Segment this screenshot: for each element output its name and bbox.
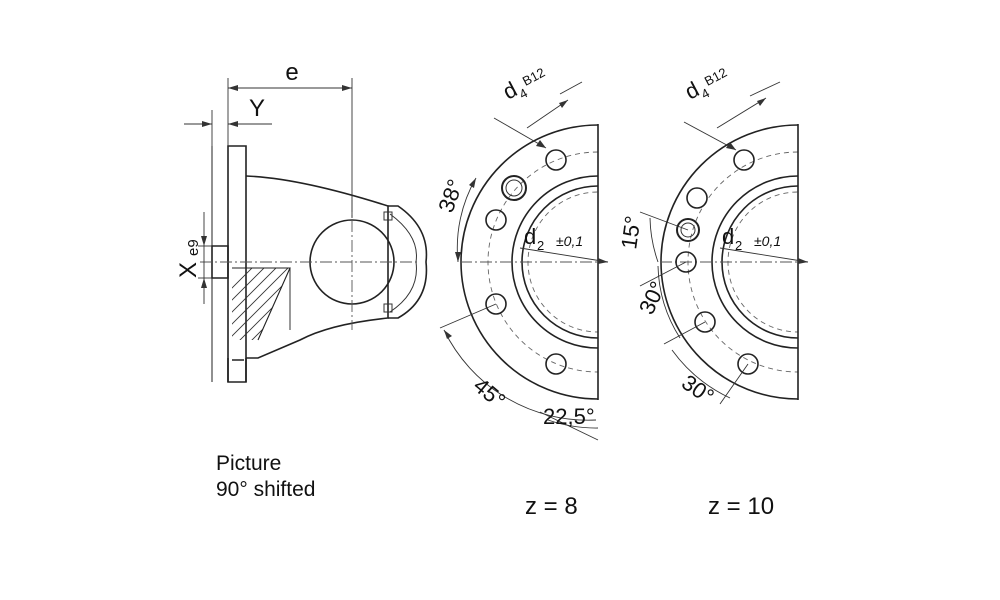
label-d2-tol-z10: ±0,1 [754, 233, 781, 249]
variant-label-z10: z = 10 [708, 493, 775, 520]
label-x-tolerance: e9 [185, 239, 202, 256]
label-angle-45: 45° [469, 373, 511, 414]
flange-view-z8: d 4 B12 d 2 ±0,1 38° 45° 22,5° [433, 65, 609, 441]
label-x: X [175, 262, 202, 278]
label-d2-z10: d [722, 224, 734, 249]
label-d2-tol-z8: ±0,1 [556, 233, 583, 249]
caption-line-2: 90° shifted [216, 478, 316, 501]
label-d2-z8: d [524, 224, 536, 249]
label-e: e [285, 59, 298, 86]
label-d4-tol-z8: B12 [520, 65, 547, 89]
caption-line-1: Picture [216, 452, 282, 475]
side-view-flange-yoke: e Y X e9 [175, 59, 428, 383]
label-y: Y [249, 95, 265, 122]
label-angle-15: 15° [616, 214, 645, 250]
label-d4-tol-z10: B12 [702, 65, 729, 89]
label-d2-sub-z10: 2 [735, 238, 742, 253]
variant-label-z8: z = 8 [525, 493, 578, 520]
label-angle-30a: 30° [634, 277, 671, 318]
label-d2-sub-z8: 2 [537, 238, 544, 253]
label-angle-22-5: 22,5° [543, 404, 595, 429]
label-angle-30b: 30° [677, 370, 719, 410]
flange-view-z10: d 4 B12 d 2 ±0,1 15° 30° 30° [616, 65, 809, 410]
